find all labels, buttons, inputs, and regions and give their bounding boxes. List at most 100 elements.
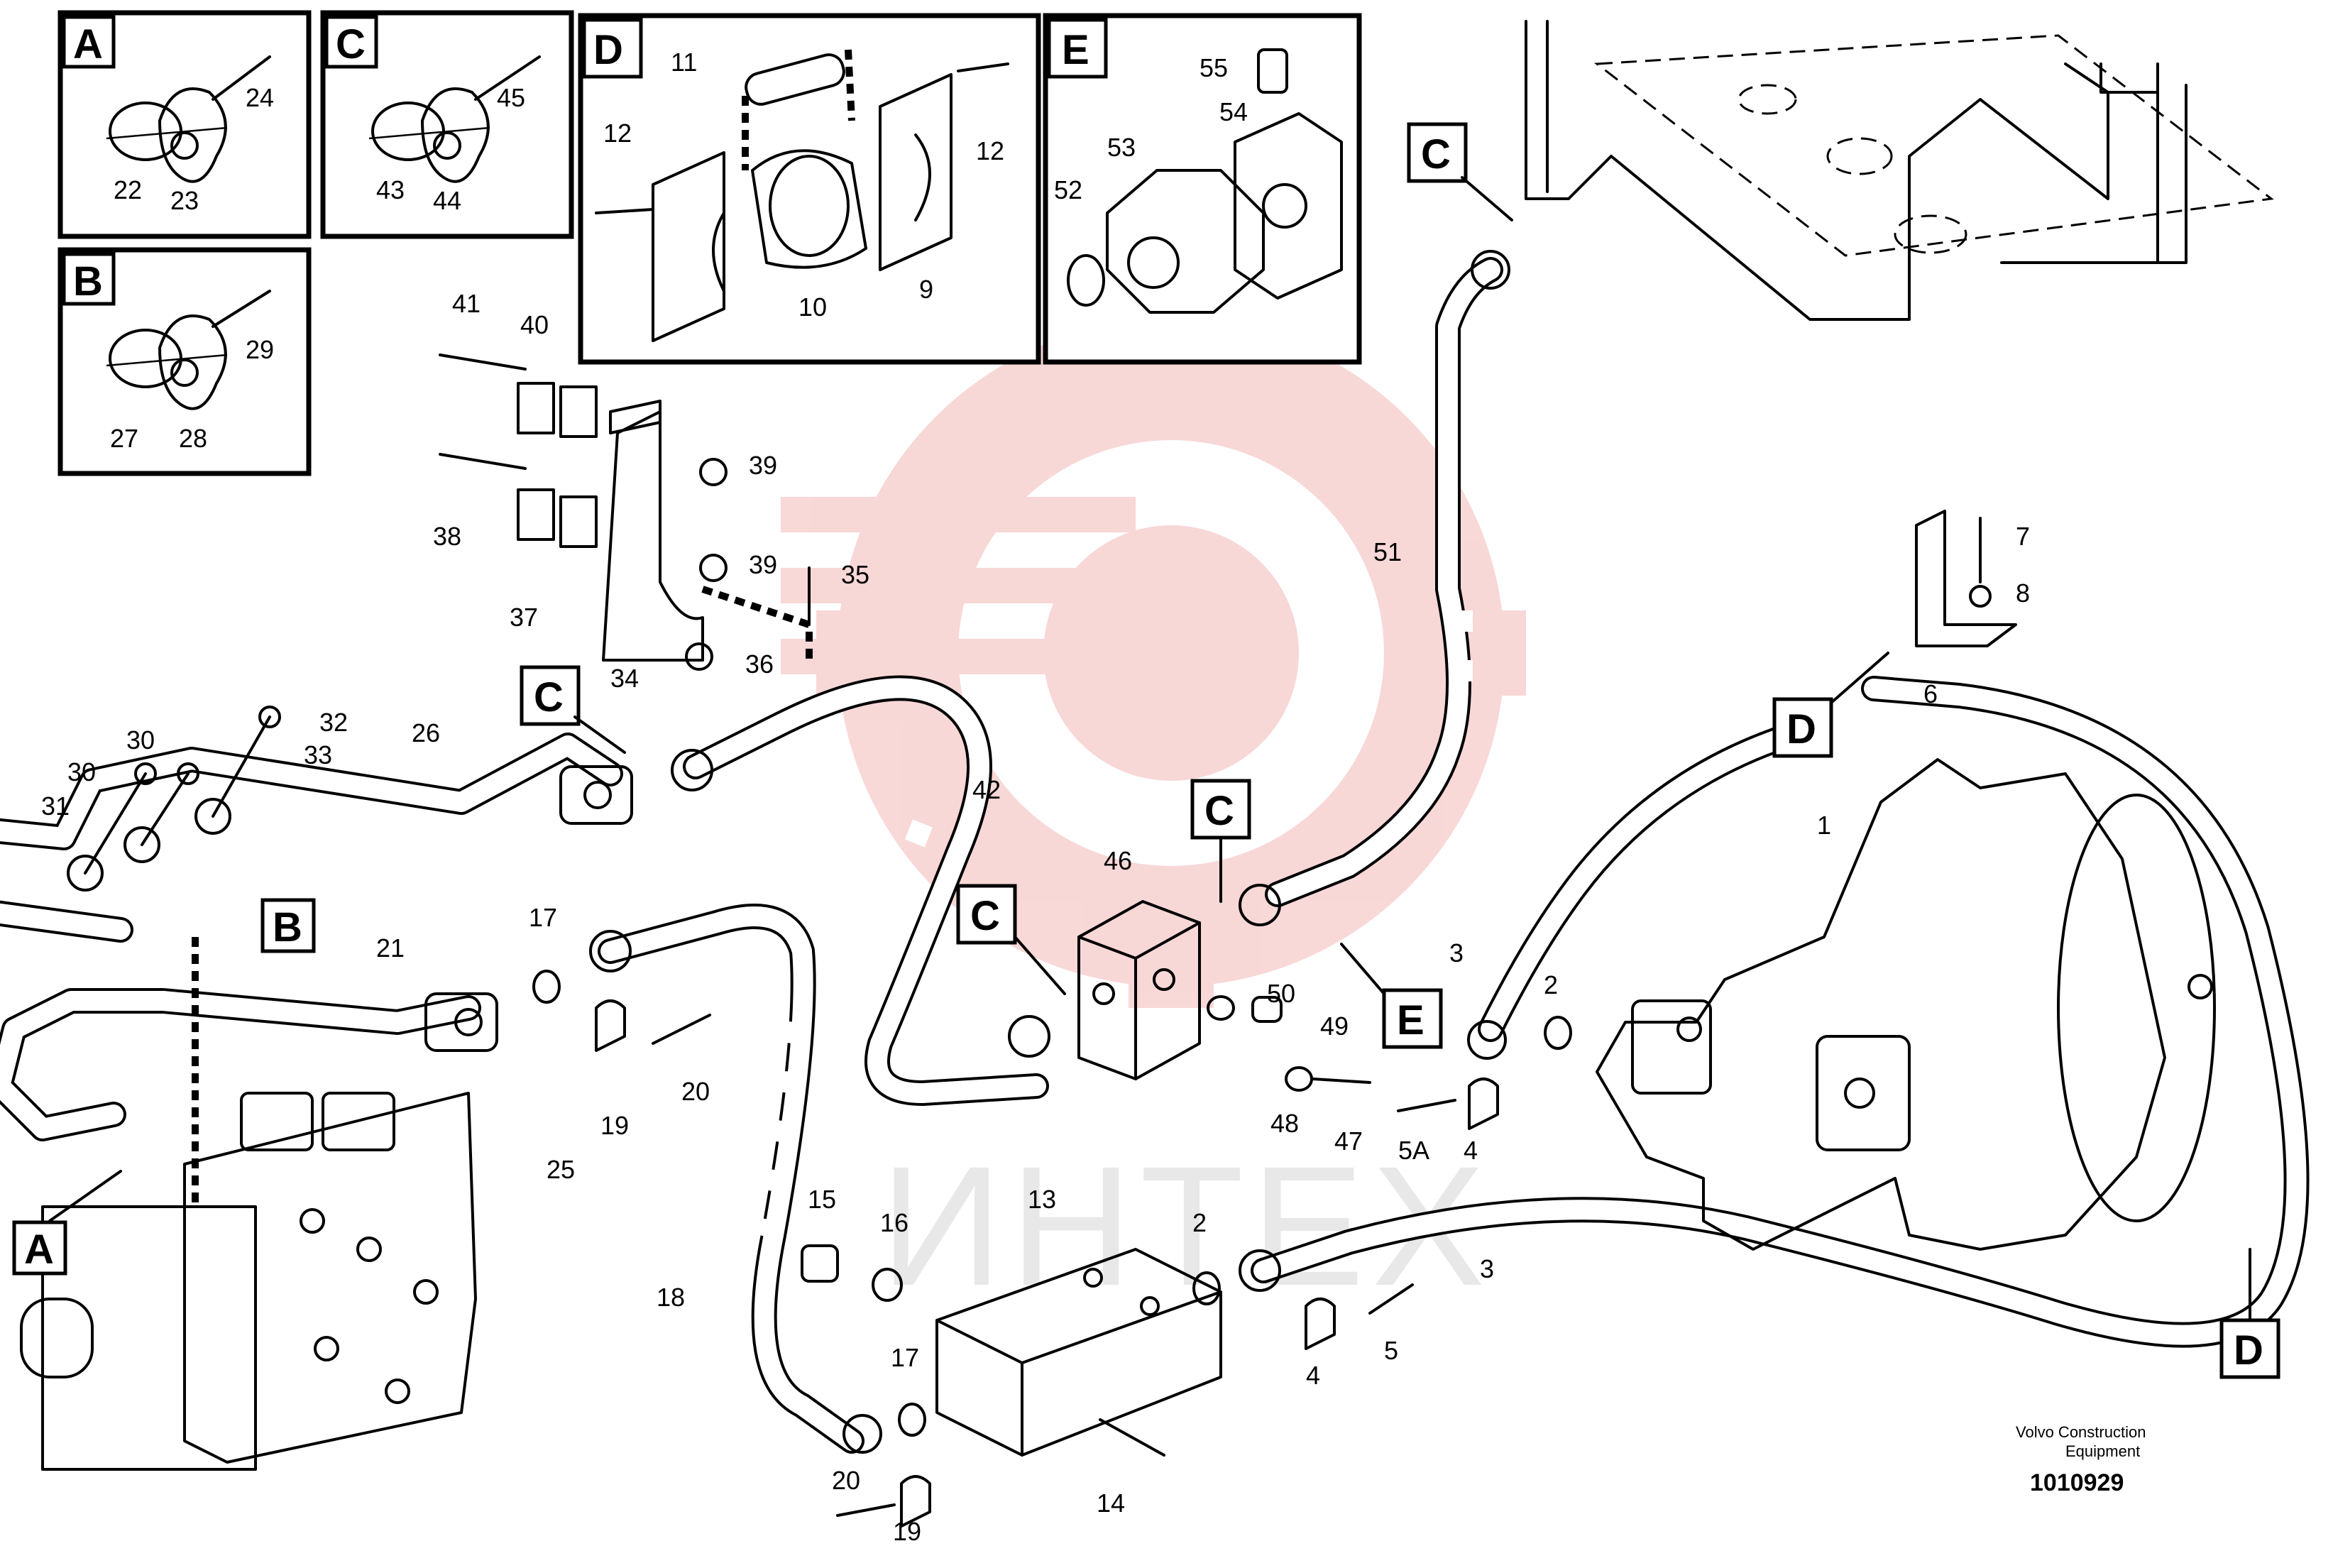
part-number-label-15: 15 xyxy=(808,1185,836,1214)
detail-frame-a: A 24 22 23 xyxy=(57,10,312,239)
part-number-label-48: 48 xyxy=(1270,1109,1299,1138)
callout-c-2: C xyxy=(1407,122,1513,221)
callout-letter-c: C xyxy=(970,893,1000,939)
detail-d-label: D xyxy=(593,27,623,73)
detail-c-label: C xyxy=(336,21,366,67)
part-number-label-19: 19 xyxy=(600,1111,629,1140)
part-number-label-37: 37 xyxy=(510,603,538,632)
part-number-label-31: 31 xyxy=(41,791,70,821)
hose-51: 51 xyxy=(1239,250,1510,926)
block-46: 46 50 49 48 47 xyxy=(1077,846,1371,1156)
part-number-label-4: 4 xyxy=(1464,1136,1478,1165)
hose-3-lower: 2 3 4 5 xyxy=(1192,586,2310,1390)
callout-c-4: C xyxy=(956,884,1066,995)
detail-frame-c-small: C 45 43 44 xyxy=(320,10,574,239)
valve-block-25: 25 xyxy=(20,937,575,1471)
machine-frame xyxy=(1525,20,2274,321)
part-number-label-43: 43 xyxy=(376,175,405,204)
part-number-label-55: 55 xyxy=(1200,53,1228,82)
part-number-label-54: 54 xyxy=(1219,97,1248,126)
part-number-label-39: 39 xyxy=(749,550,777,579)
part-number-label-6: 6 xyxy=(1923,679,1938,708)
part-number-label-46: 46 xyxy=(1104,846,1132,875)
part-number-label-20: 20 xyxy=(681,1077,710,1106)
block-13: 15 16 13 17 14 20 19 xyxy=(801,1185,1222,1546)
detail-frame-b: B 29 27 28 xyxy=(57,247,312,476)
part-number-label-21: 21 xyxy=(376,933,405,963)
credit-block: Volvo Construction Equipment 1010929 xyxy=(2016,1423,2146,1496)
part-number-label-5: 5 xyxy=(1384,1336,1398,1365)
part-number-label-17: 17 xyxy=(891,1343,919,1372)
drawing-number: 1010929 xyxy=(2030,1469,2124,1496)
callout-letter-d: D xyxy=(1786,706,1816,752)
part-number-label-49: 49 xyxy=(1320,1011,1349,1041)
callout-c-1: C xyxy=(520,665,626,754)
detail-frame-e: E 55 54 53 52 xyxy=(1043,13,1362,365)
fittings-30-33: 30 30 31 32 33 26 21 xyxy=(41,706,440,963)
part-number-label-40: 40 xyxy=(520,310,549,339)
part-number-label-32: 32 xyxy=(319,708,348,737)
part-number-label-24: 24 xyxy=(246,83,274,112)
callout-c-3: C xyxy=(1190,779,1251,903)
part-number-label-30: 30 xyxy=(126,725,155,755)
part-number-label-12: 12 xyxy=(603,119,632,148)
callout-b-main: B xyxy=(260,898,316,953)
part-number-label-34: 34 xyxy=(610,664,639,693)
callout-letter-e: E xyxy=(1397,997,1424,1043)
part-number-label-42: 42 xyxy=(972,775,1001,804)
part-number-label-16: 16 xyxy=(880,1208,909,1237)
part-number-label-53: 53 xyxy=(1107,133,1136,162)
pump-assembly-1: 1 xyxy=(1596,758,2216,1251)
part-number-label-19: 19 xyxy=(893,1517,921,1546)
detail-frame-d: D 11 12 12 10 9 xyxy=(578,13,1041,365)
tube-21 xyxy=(0,988,498,1141)
part-number-label-22: 22 xyxy=(114,175,142,204)
part-number-label-7: 7 xyxy=(2016,522,2030,551)
part-number-label-52: 52 xyxy=(1054,175,1082,204)
bracket-assembly: 41 40 39 39 38 37 35 36 34 xyxy=(433,289,869,693)
part-number-label-12: 12 xyxy=(976,136,1004,165)
hose-42: 42 xyxy=(671,675,1050,1106)
part-number-label-39: 39 xyxy=(749,451,777,480)
part-number-label-2: 2 xyxy=(1192,1208,1207,1237)
part-number-label-50: 50 xyxy=(1267,979,1295,1008)
part-number-label-3: 3 xyxy=(1480,1254,1494,1283)
part-number-label-28: 28 xyxy=(179,424,207,453)
part-number-label-25: 25 xyxy=(547,1155,575,1184)
part-number-label-17: 17 xyxy=(529,903,557,932)
part-number-label-20: 20 xyxy=(832,1466,860,1495)
part-number-label-10: 10 xyxy=(798,292,827,322)
callout-letter-c: C xyxy=(534,674,564,720)
part-number-label-30: 30 xyxy=(67,757,96,786)
part-number-label-3: 3 xyxy=(1449,938,1464,967)
detail-e-label: E xyxy=(1062,27,1089,73)
part-number-label-26: 26 xyxy=(412,718,440,747)
part-number-label-35: 35 xyxy=(841,560,869,589)
bracket-6: 7 8 6 xyxy=(1915,510,2030,708)
part-number-label-5a: 5A xyxy=(1398,1136,1429,1165)
tube-26 xyxy=(0,733,633,943)
part-number-label-9: 9 xyxy=(919,275,933,304)
hose-3-upper: 3 2 5A 4 xyxy=(1397,718,1816,1165)
part-number-label-1: 1 xyxy=(1817,811,1831,840)
callout-letter-c: C xyxy=(1421,131,1451,177)
part-number-label-11: 11 xyxy=(671,48,697,77)
callout-letter-d: D xyxy=(2234,1327,2263,1374)
callout-letter-b: B xyxy=(273,904,302,950)
callout-d-2: D xyxy=(2219,1248,2280,1379)
part-number-label-18: 18 xyxy=(657,1283,685,1312)
part-number-label-47: 47 xyxy=(1334,1126,1363,1156)
detail-a-label: A xyxy=(73,21,103,67)
callout-e-main: E xyxy=(1340,943,1443,1049)
callout-letter-c: C xyxy=(1204,788,1234,834)
credit-line-1: Volvo Construction xyxy=(2016,1423,2146,1441)
watermark-logo xyxy=(781,298,1526,1008)
part-number-label-45: 45 xyxy=(497,83,525,112)
part-number-label-23: 23 xyxy=(170,186,199,215)
part-number-label-14: 14 xyxy=(1097,1488,1125,1518)
part-number-label-33: 33 xyxy=(304,740,332,769)
part-number-label-8: 8 xyxy=(2016,579,2030,608)
part-number-label-2: 2 xyxy=(1544,970,1558,999)
callout-a-main: A xyxy=(12,1170,122,1276)
